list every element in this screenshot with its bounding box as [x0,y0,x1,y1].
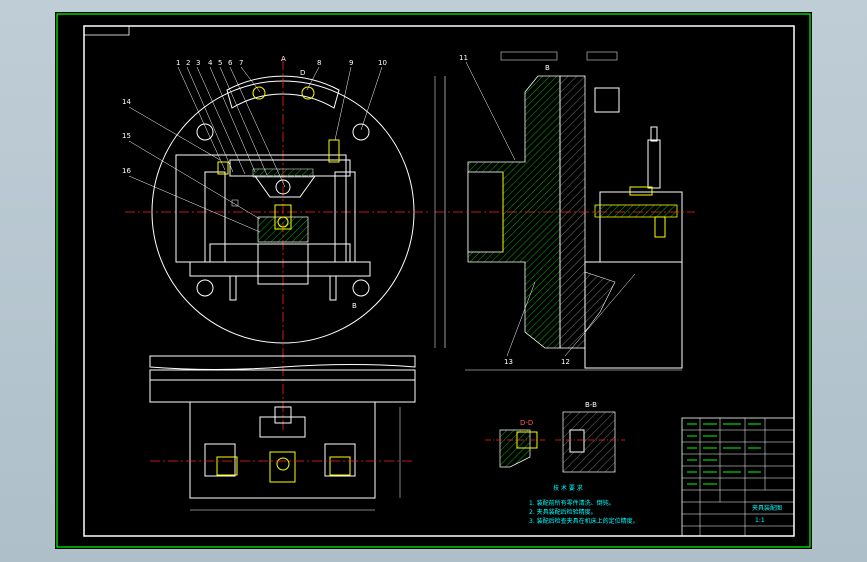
outer-border [56,13,811,548]
part-number-1: 1 [176,59,180,67]
title-block-scale: 1:1 [755,517,765,524]
tech-note-3: 3. 装配后检查夹具在机床上的定位精度。 [529,517,639,525]
part-number-5: 5 [218,59,222,67]
fixture-assembly-drawing: 1 2 3 4 5 6 7 8 9 10 14 15 16 A D B [56,13,811,548]
part-number-3: 3 [196,59,200,67]
part-number-2: 2 [186,59,190,67]
part-number-9: 9 [349,59,353,67]
part-number-7: 7 [239,59,243,67]
section-label-dd: D-D [520,419,533,427]
front-view [125,60,430,432]
inner-frame [83,25,795,537]
drawing-number-box [83,25,130,36]
part-number-18: 11 [459,54,468,62]
section-label-bb: B-B [585,401,597,409]
side-section-view [434,51,695,371]
technical-requirements: 技 术 要 求 1. 装配前所有零件清洗、倒钝。 2. 夹具装配后检验精度。 3… [529,484,639,525]
section-mark-d: D [300,69,305,77]
part-number-16: 16 [122,167,131,175]
title-block: 夹具装配图 1:1 [681,417,795,537]
section-details [485,411,625,473]
title-block-name: 夹具装配图 [752,504,782,512]
view-mark-b: B [352,302,357,310]
drawing-canvas[interactable]: 1 2 3 4 5 6 7 8 9 10 14 15 16 A D B [55,12,812,549]
tech-req-title: 技 术 要 求 [553,484,583,492]
part-number-6: 6 [228,59,233,67]
part-number-13: 13 [504,358,513,366]
tech-note-1: 1. 装配前所有零件清洗、倒钝。 [529,499,615,507]
part-number-8: 8 [317,59,321,67]
tech-note-2: 2. 夹具装配后检验精度。 [529,508,597,516]
part-number-10: 10 [378,59,387,67]
section-mark-a: A [281,55,286,63]
part-number-15: 15 [122,132,131,140]
part-number-14: 14 [122,98,131,106]
part-number-12: 12 [561,358,570,366]
top-view [149,355,416,511]
part-number-4: 4 [208,59,213,67]
section-mark-b: B [545,64,550,72]
